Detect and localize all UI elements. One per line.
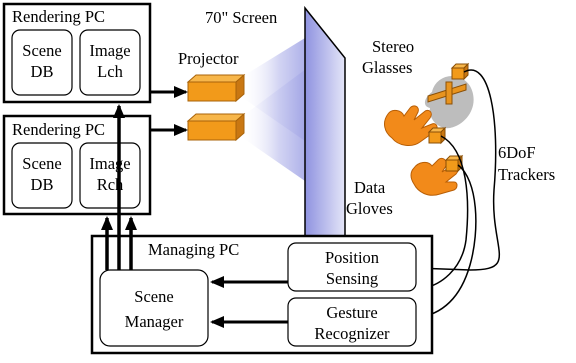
- data-glove-upper-icon: [384, 105, 438, 146]
- scene-db-top-line1: Scene: [22, 41, 61, 60]
- scene-manager-line2: Manager: [125, 312, 184, 331]
- image-rch-line1: Image: [89, 154, 130, 173]
- cable-hand-upper: [423, 135, 469, 289]
- data-glove-lower-icon: [410, 157, 459, 196]
- tracker-head-icon: [450, 62, 470, 81]
- position-sensing-box: [287, 242, 417, 292]
- projector-beam-bottom: [240, 60, 318, 190]
- stereo-glasses-icon: [427, 81, 467, 105]
- projector-top: [186, 73, 246, 103]
- rendering-pc-bottom: Rendering PC Scene DB Image Rch: [2, 114, 152, 216]
- gesture-recognizer-line2: Recognizer: [314, 324, 390, 343]
- image-rch-box: [79, 142, 141, 209]
- scene-manager-box: [99, 269, 209, 347]
- rendering-pc-top-title: Rendering PC: [12, 7, 105, 26]
- scene-db-box-top: [11, 29, 73, 96]
- managing-pc-title: Managing PC: [148, 240, 239, 259]
- position-sensing-line1: Position: [325, 248, 379, 267]
- stereo-label-line2: Glasses: [362, 58, 412, 77]
- scene-db-bottom-line1: Scene: [22, 154, 61, 173]
- gesture-recognizer-line1: Gesture: [326, 303, 377, 322]
- scene-manager-line1: Scene: [134, 287, 173, 306]
- gloves-label-line1: Data: [354, 178, 386, 197]
- cable-hand-lower: [415, 164, 477, 319]
- image-lch-line2: Lch: [97, 62, 123, 81]
- managing-pc: Managing PC Position Sensing Gesture Rec…: [90, 234, 434, 355]
- scene-db-bottom-line2: DB: [31, 175, 54, 194]
- tracker-hand-upper-icon: [427, 126, 447, 145]
- trackers-label-line1: 6DoF: [498, 143, 536, 162]
- position-sensing-line2: Sensing: [326, 269, 378, 288]
- image-rch-line2: Rch: [97, 175, 124, 194]
- projector-bottom: [186, 112, 246, 142]
- rendering-pc-bottom-title: Rendering PC: [12, 120, 105, 139]
- image-lch-line1: Image: [89, 41, 130, 60]
- rendering-pc-top: Rendering PC Scene DB Image Lch: [2, 2, 152, 104]
- gloves-label-line2: Gloves: [346, 199, 393, 218]
- cable-head: [415, 69, 501, 271]
- projector-label: Projector: [178, 49, 239, 68]
- stereo-label-line1: Stereo: [372, 37, 414, 56]
- scene-db-top-line2: DB: [31, 62, 54, 81]
- trackers-label-line2: Trackers: [498, 165, 555, 184]
- scene-db-box-bottom: [11, 142, 73, 209]
- screen-label: 70" Screen: [205, 8, 277, 27]
- image-lch-box: [79, 29, 141, 96]
